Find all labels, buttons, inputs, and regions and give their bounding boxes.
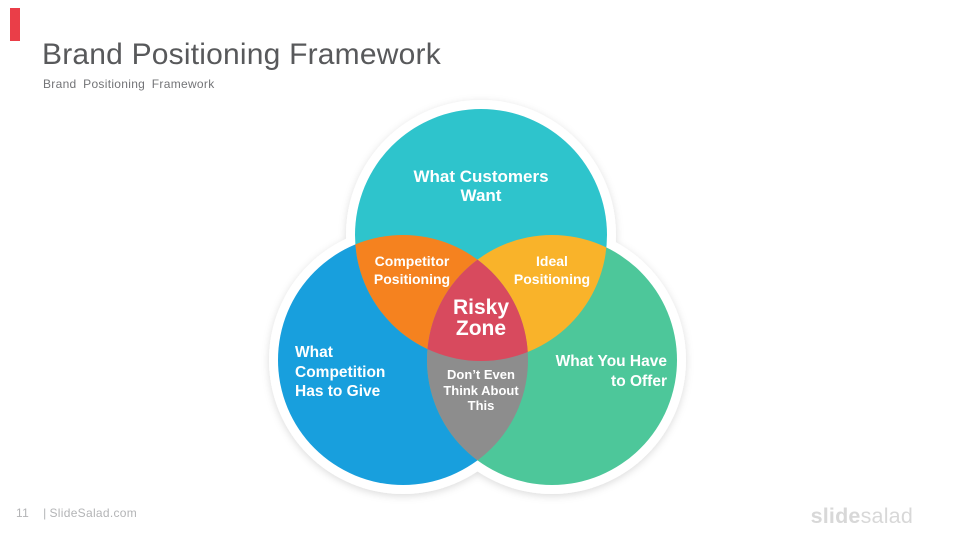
logo-text-slide: slide — [810, 504, 861, 528]
accent-bar — [10, 8, 20, 41]
label-ideal-positioning: Ideal Positioning — [513, 253, 591, 287]
overlap-risky-zone — [427, 235, 528, 361]
label-competitor-positioning: Competitor Positioning — [373, 253, 451, 287]
slidesalad-logo: slidesalad — [811, 504, 913, 528]
footer-site: SlideSalad.com — [49, 506, 138, 520]
footer-divider: | — [43, 506, 47, 520]
label-what-customers-want: What Customers Want — [413, 167, 549, 205]
page-title: Brand Positioning Framework — [42, 38, 441, 71]
label-dont-even-think: Don’t Even Think About This — [443, 367, 519, 413]
page-subtitle: Brand Positioning Framework — [43, 77, 215, 91]
label-what-competition-gives: What Competition Has to Give — [295, 344, 386, 400]
logo-text-salad: salad — [860, 504, 913, 528]
label-what-you-offer: What You Have to Offer — [555, 353, 667, 390]
page-number: 11 — [16, 506, 30, 520]
footer-page-info: 11 |SlideSalad.com — [16, 506, 137, 520]
label-risky-zone: Risky Zone — [452, 296, 510, 340]
